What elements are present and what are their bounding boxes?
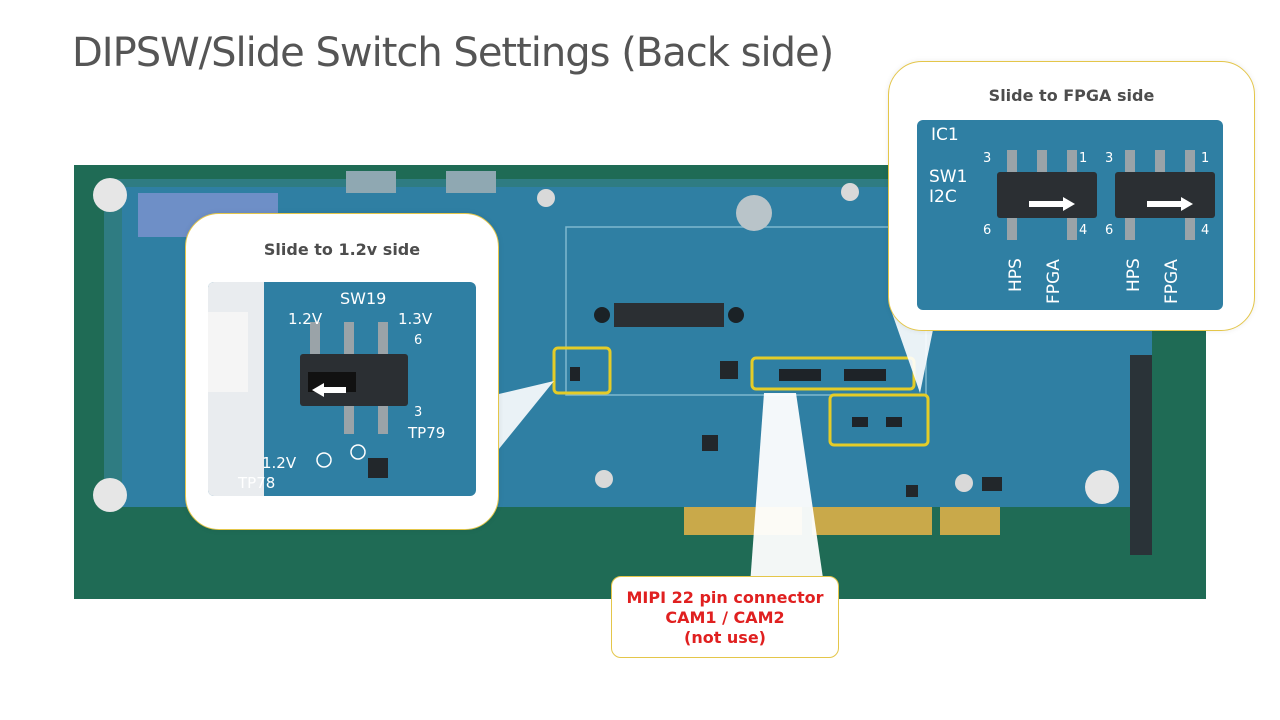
- sw1b-pin1-label: 1: [1201, 151, 1209, 166]
- sw19-zoom-image: SW19 1.2V 1.3V 6 3 TP79 1.2V TP78: [208, 282, 476, 496]
- label-1v2: 1.2V: [288, 310, 323, 328]
- label-1v3: 1.3V: [398, 310, 433, 328]
- tp79-label: TP79: [407, 424, 445, 442]
- pin6-label: 6: [414, 333, 422, 348]
- i2c-label: I2C: [929, 187, 957, 207]
- bottom-1v2-label: 1.2V: [262, 454, 297, 472]
- hps-label-a: HPS: [1006, 258, 1026, 292]
- pin3-label: 3: [414, 405, 422, 420]
- sw1b-pin4-label: 4: [1201, 223, 1209, 238]
- sw1a-pin3-label: 3: [983, 151, 991, 166]
- sw1a-pin1-label: 1: [1079, 151, 1087, 166]
- hps-label-b: HPS: [1124, 258, 1144, 292]
- callout-left-title: Slide to 1.2v side: [263, 240, 421, 259]
- sw1b-pin6-label: 6: [1105, 223, 1113, 238]
- sw1b-pin3-label: 3: [1105, 151, 1113, 166]
- callout-right-title: Slide to FPGA side: [988, 86, 1155, 105]
- ic1-label: IC1: [931, 125, 959, 145]
- mipi-label-line2: CAM1 / CAM2: [665, 608, 785, 627]
- mipi-label-line3: (not use): [684, 628, 766, 647]
- fpga-label-b: FPGA: [1162, 259, 1182, 304]
- fpga-label-a: FPGA: [1044, 259, 1064, 304]
- tp78-label: TP78: [237, 474, 275, 492]
- sw1-label: SW1: [929, 167, 967, 187]
- mipi-connector-label: MIPI 22 pin connector CAM1 / CAM2 (not u…: [611, 576, 839, 658]
- sw1a-pin4-label: 4: [1079, 223, 1087, 238]
- slide-title: DIPSW/Slide Switch Settings (Back side): [72, 30, 834, 76]
- sw1-zoom-image: IC1 SW1 I2C 3 1 6 4 3 1 6 4: [917, 120, 1223, 310]
- mipi-label-line1: MIPI 22 pin connector: [626, 588, 824, 607]
- sw1a-pin6-label: 6: [983, 223, 991, 238]
- callout-left: Slide to 1.2v side SW19 1.2V 1.3V 6 3 TP…: [185, 213, 499, 530]
- callout-right: Slide to FPGA side IC1 SW1 I2C 3 1 6: [888, 61, 1255, 331]
- sw19-label: SW19: [340, 289, 386, 308]
